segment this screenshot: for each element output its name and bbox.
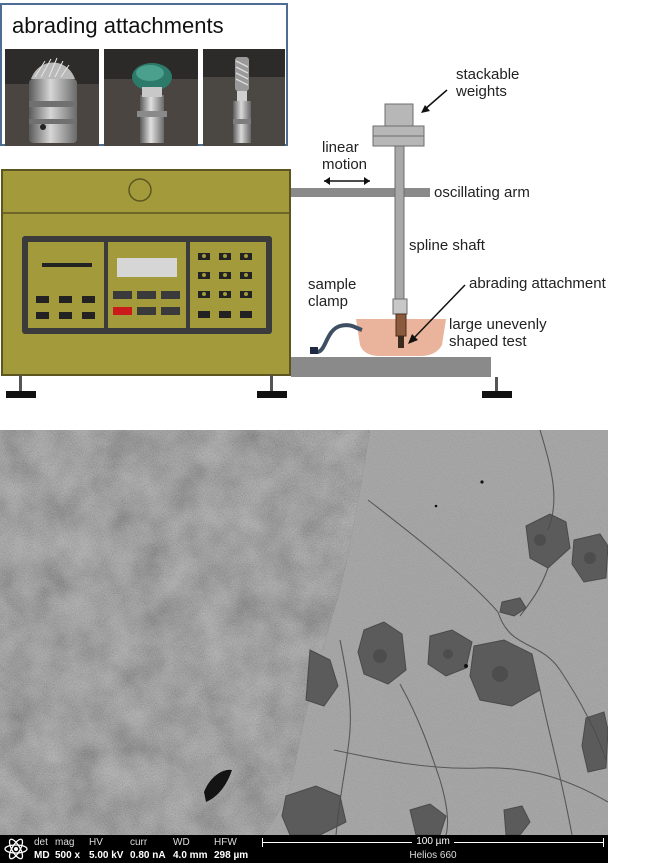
bar-header-wd: WD — [173, 837, 190, 848]
weight-middle — [372, 125, 425, 137]
sample-clamp — [310, 347, 318, 354]
sem-dark-inclusion — [204, 769, 232, 802]
attachment-photo-burr — [203, 49, 285, 146]
bar-value-curr: 0.80 nA — [130, 850, 166, 861]
sem-grain-boundaries — [333, 430, 608, 836]
label-abrading-attachment: abrading attachment — [469, 275, 606, 292]
red-button — [113, 307, 132, 315]
display-screen — [117, 258, 177, 277]
abrading-attachments-inset: abrading attachments — [0, 3, 288, 146]
bar-value-hfw: 298 µm — [214, 850, 249, 861]
sample-table — [291, 357, 491, 377]
weight-bottom — [372, 135, 425, 147]
bar-header-hfw: HFW — [214, 837, 237, 848]
abrasion-tester-schematic — [1, 89, 512, 398]
bar-value-wd: 4.0 mm — [173, 850, 208, 861]
label-spline-shaft: spline shaft — [409, 237, 485, 254]
machine-knob — [128, 178, 152, 202]
label-oscillating-arm: oscillating arm — [434, 184, 530, 201]
bar-header-mag: mag — [55, 837, 75, 848]
bar-value-hv: 5.00 kV — [89, 850, 124, 861]
inset-title: abrading attachments — [12, 13, 224, 38]
bar-value-det: MD — [34, 850, 50, 861]
attachment-photo-wire-brush — [5, 49, 99, 146]
weight-top — [384, 103, 414, 127]
oscillating-arm — [291, 188, 430, 197]
attachment-photo-abrasive-stone — [104, 49, 198, 146]
bar-header-curr: curr — [130, 837, 148, 848]
sem-data-bar: det mag HV curr WD HFW MD 500 x 5.00 kV … — [0, 835, 608, 863]
bar-value-mag: 500 x — [55, 850, 81, 861]
abrading-attachment — [395, 313, 407, 337]
sample-clamp-hose — [316, 323, 363, 354]
atom-logo-icon — [4, 838, 28, 860]
spline-shaft — [394, 144, 405, 301]
bar-header-det: det — [34, 837, 48, 848]
bar-header-hv: HV — [89, 837, 103, 848]
instrument-name: Helios 660 — [409, 850, 457, 861]
scale-label: 100 µm — [412, 836, 454, 847]
sem-micrograph — [0, 430, 608, 863]
